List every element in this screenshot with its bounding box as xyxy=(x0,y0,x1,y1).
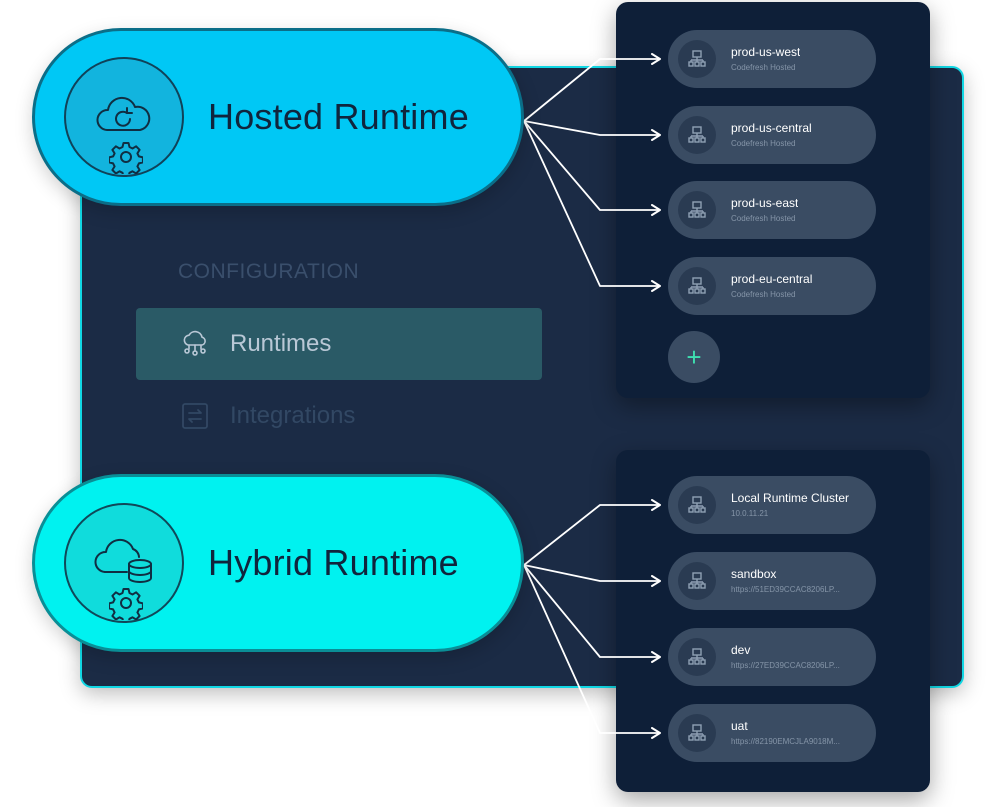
runtime-item-sandbox[interactable]: sandbox https://51ED39CCAC8206LP... xyxy=(668,552,876,610)
runtime-name: prod-us-central xyxy=(731,120,812,135)
runtime-subtitle: Codefresh Hosted xyxy=(731,289,796,299)
integrations-icon xyxy=(178,399,212,433)
cluster-icon xyxy=(678,714,716,752)
menu-item-runtimes[interactable]: Runtimes xyxy=(136,308,542,380)
hybrid-runtime-badge xyxy=(64,503,184,623)
menu-item-label: Integrations xyxy=(230,402,356,429)
gear-icon xyxy=(106,137,146,177)
add-runtime-button[interactable]: + xyxy=(668,331,720,383)
cloud-network-icon xyxy=(178,327,212,361)
runtime-subtitle: Codefresh Hosted xyxy=(731,138,796,148)
runtime-subtitle: 10.0.11.21 xyxy=(731,508,769,518)
cluster-icon xyxy=(678,191,716,229)
runtime-name: prod-us-east xyxy=(731,195,799,210)
runtime-item-prod-eu-central[interactable]: prod-eu-central Codefresh Hosted xyxy=(668,257,876,315)
gear-icon xyxy=(106,583,146,623)
runtime-subtitle: Codefresh Hosted xyxy=(731,213,796,223)
cluster-icon xyxy=(678,486,716,524)
runtime-name: dev xyxy=(731,642,751,657)
runtime-subtitle: https://27ED39CCAC8206LP... xyxy=(731,660,840,670)
cluster-icon xyxy=(678,267,716,305)
runtime-name: sandbox xyxy=(731,566,777,581)
menu-item-label: Runtimes xyxy=(230,330,332,357)
cluster-icon xyxy=(678,40,716,78)
cloud-refresh-icon xyxy=(93,90,155,145)
hosted-runtime-pill[interactable]: Hosted Runtime xyxy=(32,28,524,206)
runtime-name: prod-us-west xyxy=(731,44,801,59)
configuration-heading: CONFIGURATION xyxy=(178,260,360,283)
cloud-database-icon xyxy=(91,536,157,591)
runtime-item-prod-us-west[interactable]: prod-us-west Codefresh Hosted xyxy=(668,30,876,88)
cluster-icon xyxy=(678,116,716,154)
hybrid-runtime-pill[interactable]: Hybrid Runtime xyxy=(32,474,524,652)
runtime-subtitle: Codefresh Hosted xyxy=(731,62,796,72)
runtime-name: Local Runtime Cluster xyxy=(731,490,850,505)
menu-item-integrations[interactable]: Integrations xyxy=(136,380,542,452)
runtime-item-local-runtime-cluster[interactable]: Local Runtime Cluster 10.0.11.21 xyxy=(668,476,876,534)
runtime-item-dev[interactable]: dev https://27ED39CCAC8206LP... xyxy=(668,628,876,686)
runtime-item-prod-us-east[interactable]: prod-us-east Codefresh Hosted xyxy=(668,181,876,239)
runtime-item-prod-us-central[interactable]: prod-us-central Codefresh Hosted xyxy=(668,106,876,164)
cluster-icon xyxy=(678,562,716,600)
cluster-icon xyxy=(678,638,716,676)
hybrid-runtime-title: Hybrid Runtime xyxy=(208,542,459,583)
runtime-subtitle: https://51ED39CCAC8206LP... xyxy=(731,584,840,594)
runtime-name: prod-eu-central xyxy=(731,271,813,286)
runtime-name: uat xyxy=(731,718,748,733)
runtime-subtitle: https://82190EMCJLA9018M... xyxy=(731,736,840,746)
hosted-runtime-badge xyxy=(64,57,184,177)
runtime-item-uat[interactable]: uat https://82190EMCJLA9018M... xyxy=(668,704,876,762)
hosted-runtime-title: Hosted Runtime xyxy=(208,96,469,137)
